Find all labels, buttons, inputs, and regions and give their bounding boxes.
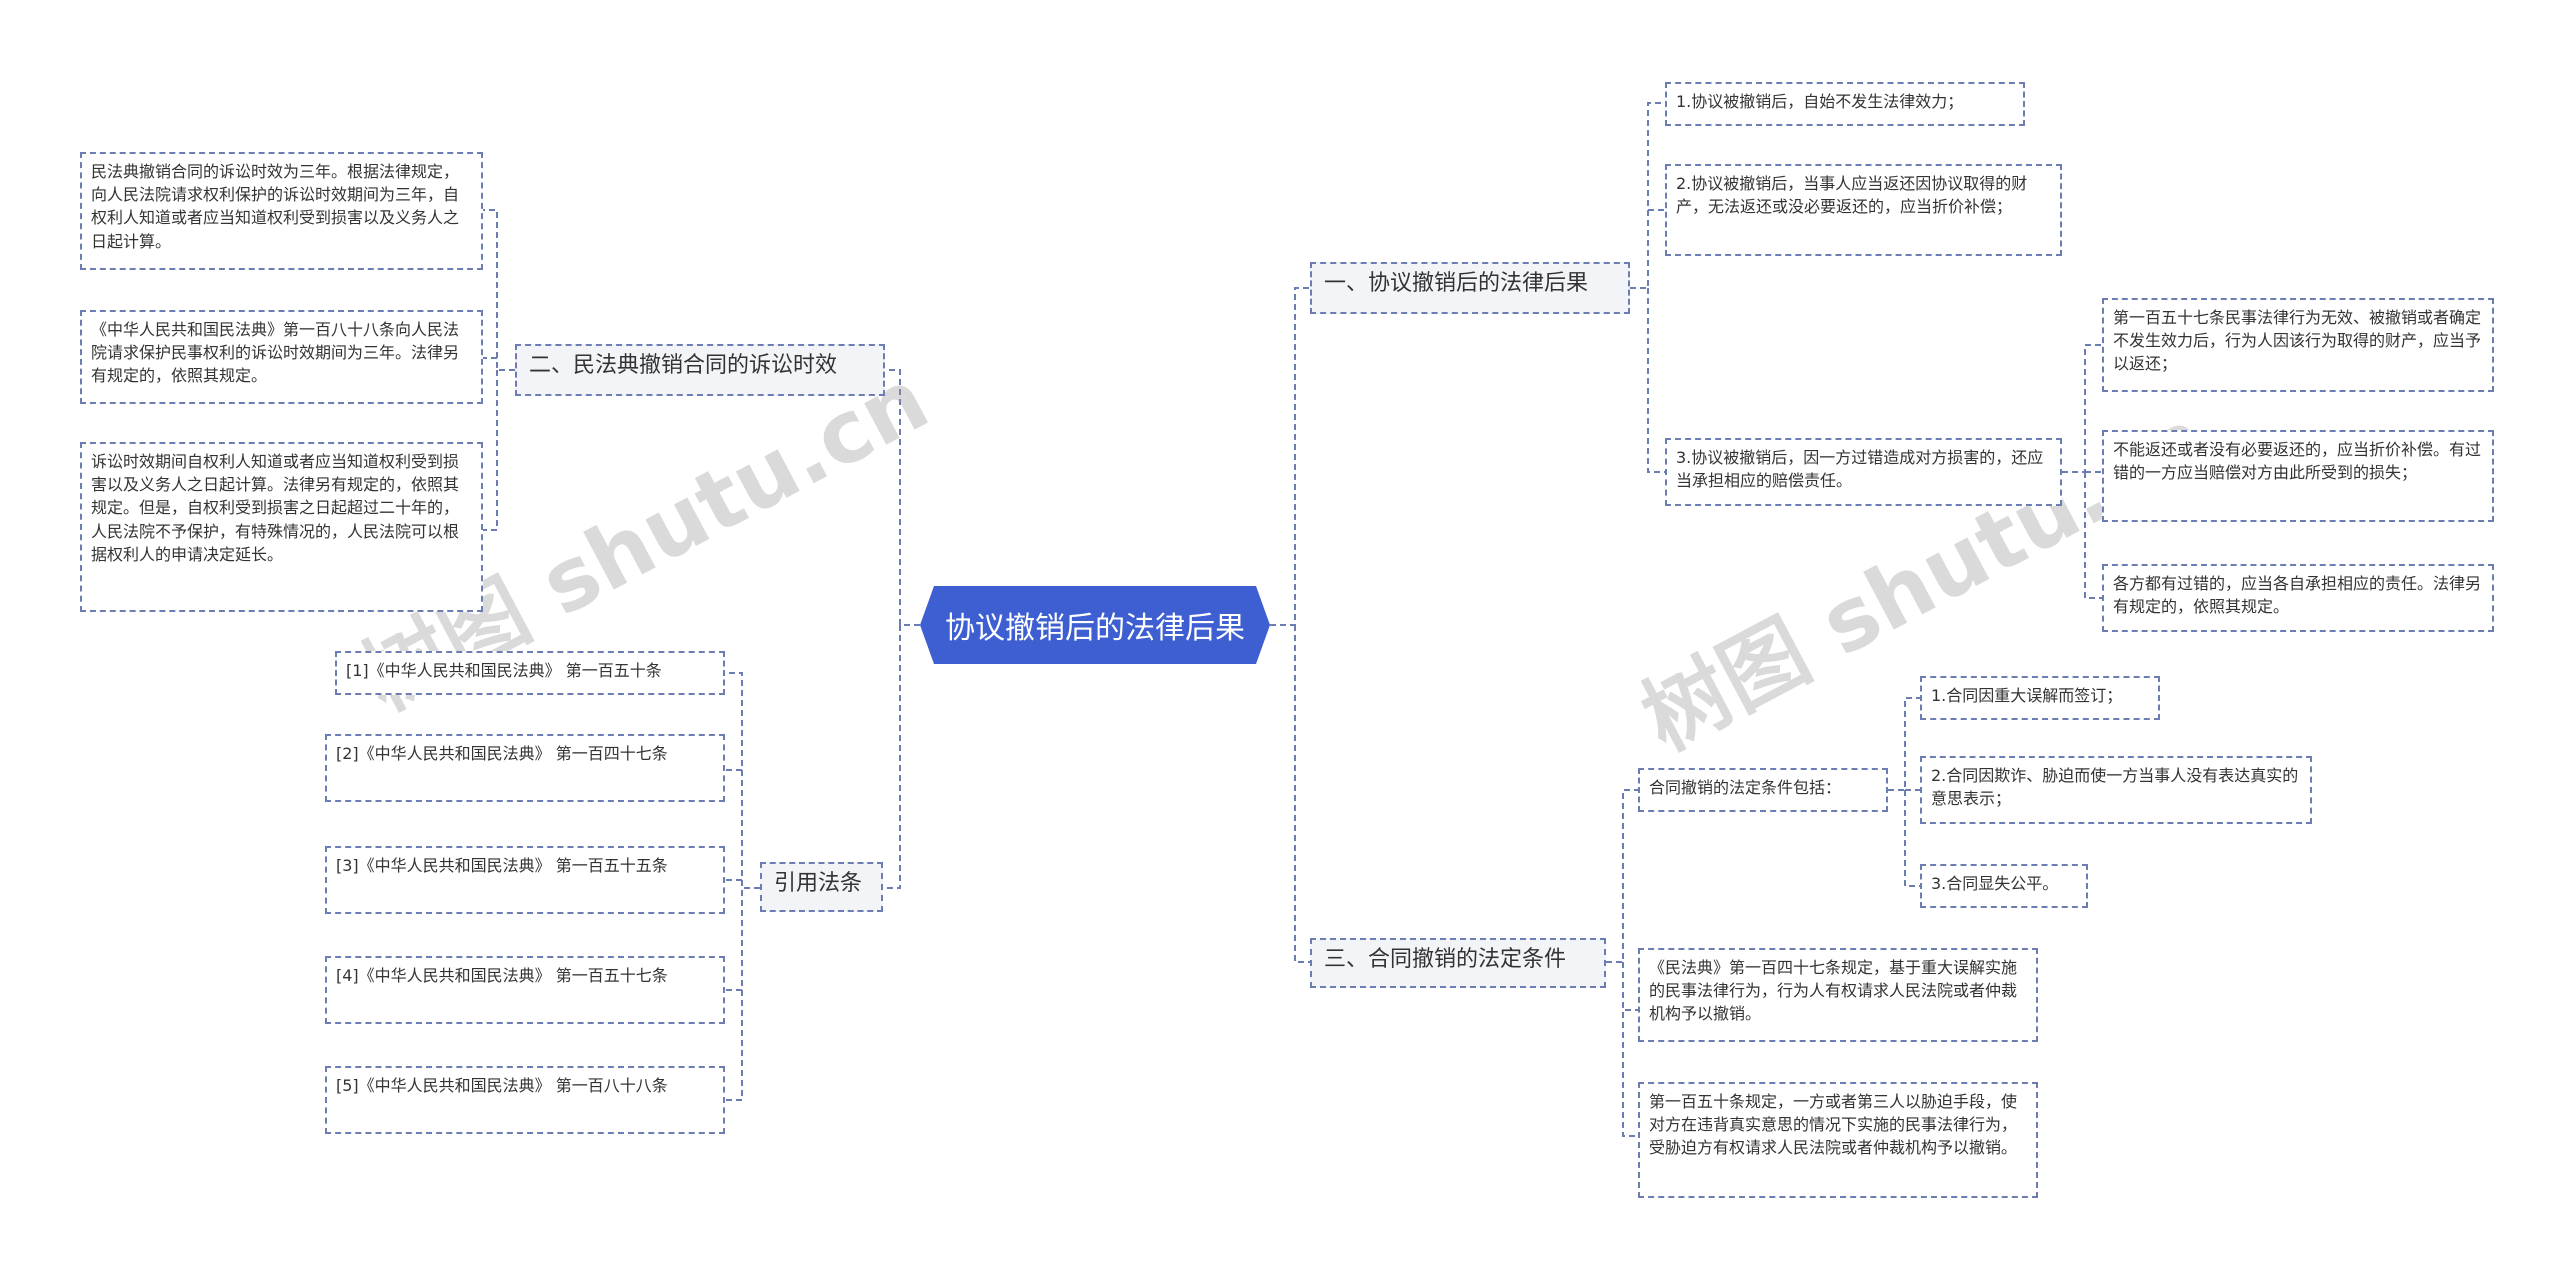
- citation-item[interactable]: [5]《中华人民共和国民法典》 第一百八十八条: [325, 1066, 725, 1134]
- condition-item[interactable]: 1.合同因重大误解而签订；: [1920, 676, 2160, 720]
- limitation-item[interactable]: 《中华人民共和国民法典》第一百八十八条向人民法院请求保护民事权利的诉讼时效期间为…: [80, 310, 483, 404]
- citation-item[interactable]: [3]《中华人民共和国民法典》 第一百五十五条: [325, 846, 725, 914]
- condition-item[interactable]: 2.合同因欺诈、胁迫而使一方当事人没有表达真实的意思表示；: [1920, 756, 2312, 824]
- branch-limitation-period[interactable]: 二、民法典撤销合同的诉讼时效: [515, 344, 885, 396]
- consequence-item[interactable]: 1.协议被撤销后，自始不发生法律效力；: [1665, 82, 2025, 126]
- civil-code-article-item[interactable]: 第一百五十条规定，一方或者第三人以胁迫手段，使对方在违背真实意思的情况下实施的民…: [1638, 1082, 2038, 1198]
- article-157-item[interactable]: 不能返还或者没有必要返还的，应当折价补偿。有过错的一方应当赔偿对方由此所受到的损…: [2102, 430, 2494, 522]
- consequence-item[interactable]: 3.协议被撤销后，因一方过错造成对方损害的，还应当承担相应的赔偿责任。: [1665, 438, 2062, 506]
- civil-code-article-item[interactable]: 《民法典》第一百四十七条规定，基于重大误解实施的民事法律行为，行为人有权请求人民…: [1638, 948, 2038, 1042]
- limitation-item[interactable]: 诉讼时效期间自权利人知道或者应当知道权利受到损害以及义务人之日起计算。法律另有规…: [80, 442, 483, 612]
- limitation-item[interactable]: 民法典撤销合同的诉讼时效为三年。根据法律规定，向人民法院请求权利保护的诉讼时效期…: [80, 152, 483, 270]
- article-157-item[interactable]: 各方都有过错的，应当各自承担相应的责任。法律另有规定的，依照其规定。: [2102, 564, 2494, 632]
- citation-item[interactable]: [4]《中华人民共和国民法典》 第一百五十七条: [325, 956, 725, 1024]
- root-topic[interactable]: 协议撤销后的法律后果: [920, 586, 1270, 664]
- consequence-item[interactable]: 2.协议被撤销后，当事人应当返还因协议取得的财产，无法返还或没必要返还的，应当折…: [1665, 164, 2062, 256]
- citation-item[interactable]: [2]《中华人民共和国民法典》 第一百四十七条: [325, 734, 725, 802]
- article-157-item[interactable]: 第一百五十七条民事法律行为无效、被撤销或者确定不发生效力后，行为人因该行为取得的…: [2102, 298, 2494, 392]
- citation-item[interactable]: [1]《中华人民共和国民法典》 第一百五十条: [335, 651, 725, 695]
- conditions-heading[interactable]: 合同撤销的法定条件包括：: [1638, 768, 1888, 812]
- branch-cited-articles[interactable]: 引用法条: [760, 862, 883, 912]
- condition-item[interactable]: 3.合同显失公平。: [1920, 864, 2088, 908]
- root-title: 协议撤销后的法律后果: [945, 611, 1245, 646]
- branch-legal-conditions[interactable]: 三、合同撤销的法定条件: [1310, 938, 1606, 988]
- branch-legal-consequences[interactable]: 一、协议撤销后的法律后果: [1310, 262, 1630, 314]
